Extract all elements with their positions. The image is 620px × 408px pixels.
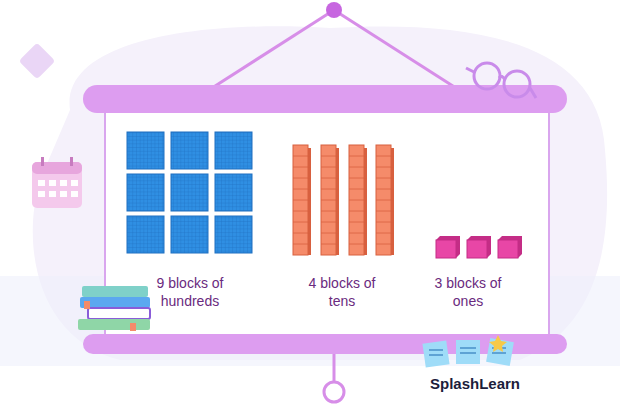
ten-rod bbox=[376, 145, 394, 255]
ten-rod bbox=[293, 145, 311, 255]
hundred-flat bbox=[171, 174, 208, 211]
pull-cord bbox=[333, 354, 336, 382]
calendar-icon bbox=[32, 157, 82, 208]
one-cube bbox=[436, 236, 460, 258]
place-value-label: 3 blocks of ones bbox=[422, 274, 514, 310]
diamond-decor bbox=[19, 43, 56, 80]
hundred-flats bbox=[127, 132, 252, 253]
board bbox=[105, 110, 549, 340]
hundred-flat bbox=[215, 174, 252, 211]
crescent-decor bbox=[568, 45, 600, 87]
hanger bbox=[212, 2, 456, 88]
hundred-flat bbox=[171, 216, 208, 253]
background-blob bbox=[33, 26, 607, 360]
ten-rod bbox=[349, 145, 367, 255]
bottom-bar bbox=[83, 334, 567, 354]
one-cube bbox=[498, 236, 522, 258]
ten-rod bbox=[321, 145, 339, 255]
one-cubes bbox=[436, 236, 522, 258]
place-value-label: 4 blocks of tens bbox=[296, 274, 388, 310]
books-stack bbox=[78, 286, 150, 331]
hundred-flat bbox=[127, 216, 164, 253]
hundred-flat bbox=[127, 174, 164, 211]
pull-ring bbox=[324, 382, 344, 402]
hundred-flat bbox=[127, 132, 164, 169]
one-cube bbox=[467, 236, 491, 258]
hundred-flat bbox=[215, 216, 252, 253]
brand-watermark: SplashLearn bbox=[420, 374, 530, 394]
hundred-flat bbox=[171, 132, 208, 169]
hundred-flat bbox=[215, 132, 252, 169]
ten-rods bbox=[293, 145, 394, 255]
sticky-notes bbox=[422, 335, 513, 368]
glasses-icon bbox=[466, 63, 536, 98]
place-value-label: 9 blocks of hundreds bbox=[143, 274, 237, 310]
top-bar bbox=[83, 85, 567, 113]
